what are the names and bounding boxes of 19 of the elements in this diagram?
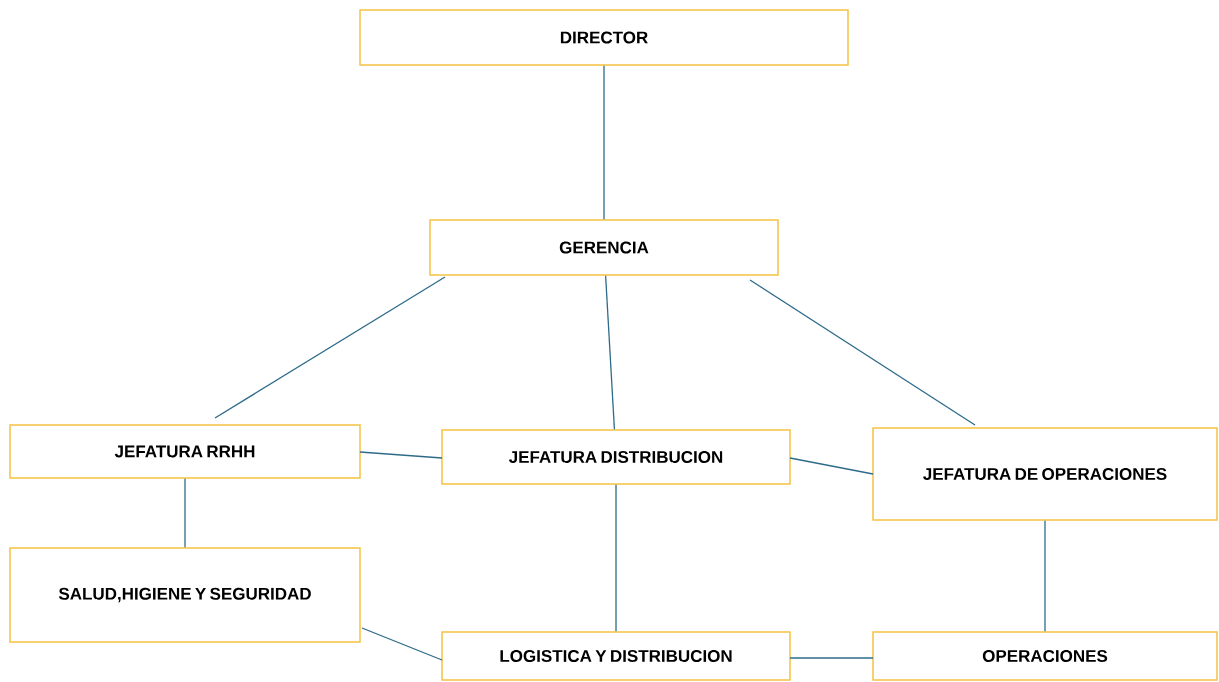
org-box: DIRECTOR [359, 9, 849, 66]
org-box: OPERACIONES [872, 631, 1218, 681]
connector-line [789, 457, 874, 475]
connector-line [604, 275, 616, 430]
connector-line [359, 451, 443, 459]
org-box: SALUD,HIGIENE Y SEGURIDAD [9, 547, 361, 643]
org-box: JEFATURA DE OPERACIONES [872, 427, 1218, 521]
connector-line [361, 627, 443, 661]
connector-line [749, 279, 976, 426]
org-box: JEFATURA RRHH [9, 424, 361, 479]
org-box: GERENCIA [429, 219, 779, 276]
org-box: LOGISTICA Y DISTRIBUCION [441, 631, 791, 681]
connector-line [615, 484, 617, 632]
connector-line [214, 276, 446, 419]
connector-line [1044, 520, 1046, 632]
org-box: JEFATURA DISTRIBUCION [441, 429, 791, 485]
connector-line [789, 657, 874, 659]
connector-line [184, 478, 186, 548]
connector-line [603, 65, 605, 220]
